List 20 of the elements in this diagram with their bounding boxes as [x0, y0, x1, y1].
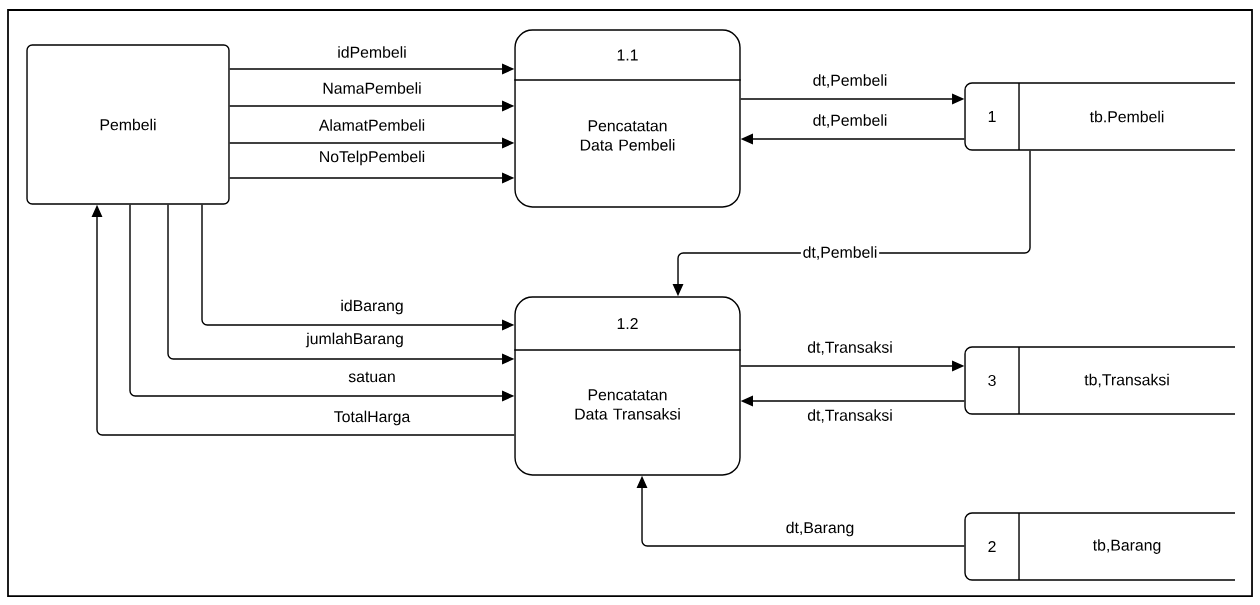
- process-box: 1.2 Pencatatan Data Transaksi: [513, 296, 742, 476]
- edge-label: idPembeli: [335, 44, 409, 60]
- edge-label: jumlahBarang: [304, 330, 406, 350]
- data-store: 1 tb.Pembeli: [964, 82, 1236, 151]
- edge-label: NoTelpPembeli: [317, 148, 427, 168]
- edge-label: dt,Pembeli: [800, 244, 880, 262]
- edge-label: NamaPembeli: [320, 80, 424, 96]
- edge-label: satuan: [346, 370, 398, 384]
- edge-label: AlamatPembeli: [317, 117, 427, 133]
- edge-label: dt,Pembeli: [810, 112, 890, 130]
- data-store: 2 tb,Barang: [964, 512, 1236, 581]
- edge-label: dt,Transaksi: [805, 407, 895, 425]
- edge-label: idBarang: [338, 297, 406, 317]
- edge-label: dt,Pembeli: [810, 72, 890, 90]
- process-box: 1.1 Pencatatan Data Pembeli: [513, 29, 742, 208]
- edge-label: dt,Barang: [783, 519, 857, 539]
- data-store: 3 tb,Transaksi: [964, 346, 1236, 415]
- edge-label: dt,Transaksi: [805, 339, 895, 357]
- edge-label: TotalHarga: [332, 408, 412, 428]
- entity-box: Pembeli: [26, 44, 230, 205]
